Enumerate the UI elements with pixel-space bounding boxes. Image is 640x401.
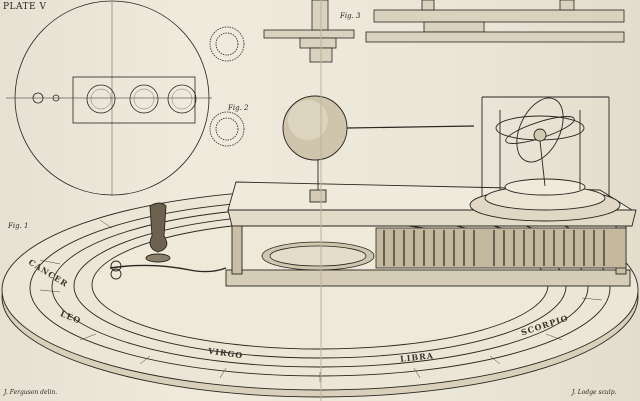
credit-right: J. Lodge sculp. <box>572 389 617 396</box>
credit-left: J. Ferguson delin. <box>4 389 58 396</box>
fig3-gear-train <box>263 0 625 63</box>
fig2-label: Fig. 2 <box>228 104 249 112</box>
fig2-circle-diagram <box>6 0 212 196</box>
sun-globe <box>282 95 475 203</box>
plate-title: PLATE V <box>3 2 47 12</box>
fig1-label: Fig. 1 <box>8 222 29 230</box>
small-gear-wheels <box>209 26 245 147</box>
toothed-gear-wheels <box>261 227 627 271</box>
crank-handle <box>109 202 227 280</box>
ring-tick-marks <box>39 219 603 382</box>
armillary-frame <box>469 96 621 222</box>
fig3-label: Fig. 3 <box>340 12 361 20</box>
